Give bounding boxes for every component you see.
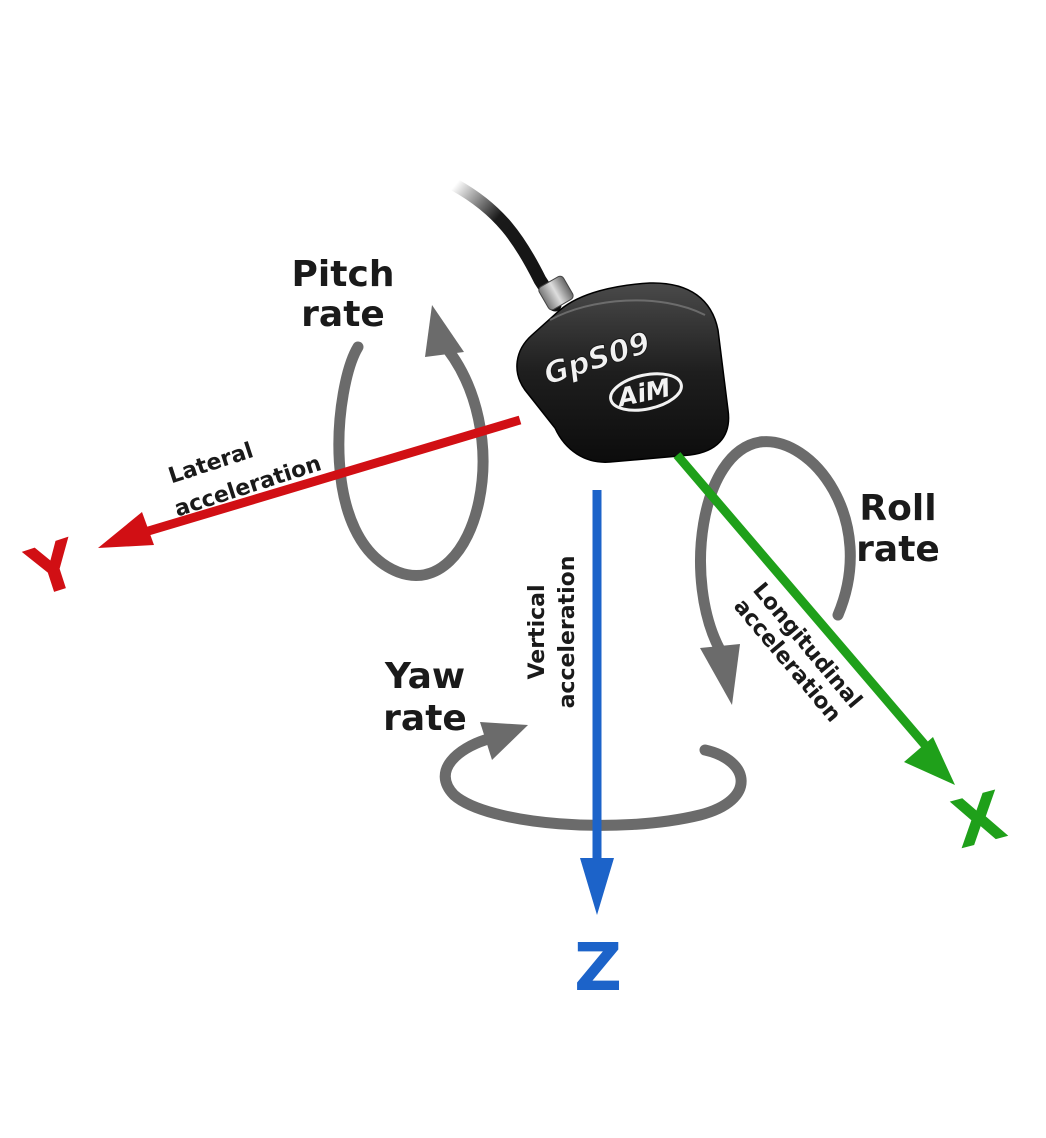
pitch-rate-label: Pitch rate bbox=[292, 254, 395, 335]
roll-rotation-arrow bbox=[695, 436, 856, 705]
aim-logo-badge bbox=[609, 372, 683, 412]
y-axis-letter: Y bbox=[17, 524, 88, 613]
z-axis-letter: Z bbox=[574, 929, 622, 1006]
yaw-rotation-arrow bbox=[439, 722, 747, 831]
roll-rate-label: Roll rate bbox=[856, 488, 940, 570]
pitch-rate-label-line2: rate bbox=[301, 294, 385, 335]
gps-body bbox=[516, 282, 730, 463]
y-axis-arrowhead bbox=[98, 512, 154, 548]
gps-module: GpS09 AiM bbox=[448, 178, 730, 463]
x-axis-arrowhead bbox=[904, 737, 955, 785]
z-axis: Z Vertical acceleration bbox=[525, 490, 622, 1006]
z-axis-label-line1: Vertical bbox=[525, 584, 550, 679]
roll-rate-label-line1: Roll bbox=[859, 488, 936, 529]
yaw-rate-label: Yaw rate bbox=[383, 656, 467, 739]
roll-rate-label-line2: rate bbox=[856, 529, 940, 570]
z-axis-label-line2: acceleration bbox=[555, 556, 580, 709]
y-axis: Y Lateral acceleration bbox=[17, 415, 522, 613]
cable-connector bbox=[538, 275, 574, 311]
yaw-rate-label-line1: Yaw bbox=[384, 656, 465, 697]
z-axis-arrowhead bbox=[580, 858, 614, 915]
yaw-rate-label-line2: rate bbox=[383, 698, 467, 739]
x-axis-letter: X bbox=[945, 776, 1014, 864]
pitch-rate-label-line1: Pitch bbox=[292, 254, 395, 295]
